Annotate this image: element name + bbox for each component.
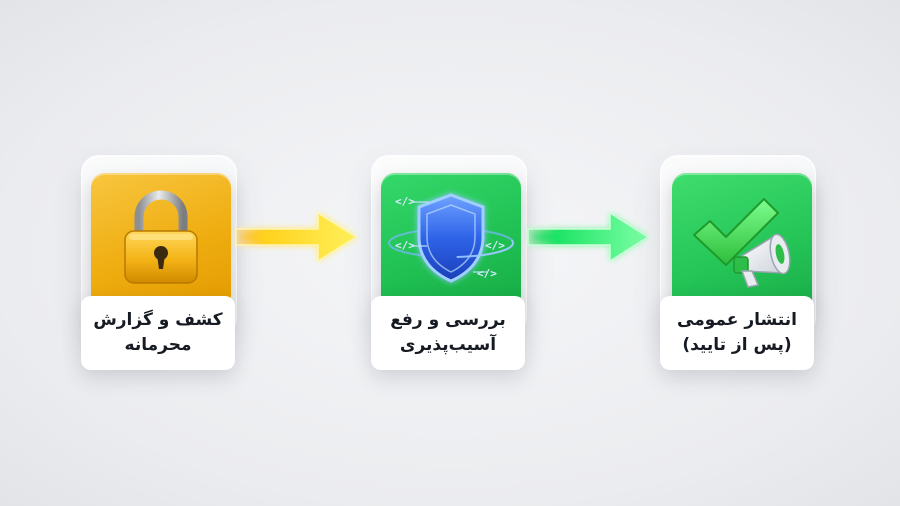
step-3-label: انتشار عمومی (پس از تایید) <box>660 296 814 370</box>
step-2-subtitle: آسیب‌پذیری <box>399 335 497 355</box>
arrow-right-icon <box>524 205 656 269</box>
step-1-label: کشف و گزارش محرمانه <box>81 296 235 370</box>
step-1-subtitle: محرمانه <box>124 335 192 355</box>
svg-text:</>: </> <box>485 239 505 252</box>
checkmark-megaphone-icon <box>672 173 812 313</box>
step-3-subtitle: (پس از تایید) <box>682 335 792 355</box>
arrow-right-icon <box>232 205 364 269</box>
step-2-title: بررسی و رفع <box>390 310 506 330</box>
shield-code-icon: </> </> </> </> <box>381 173 521 313</box>
step-1-title: کشف و گزارش <box>93 310 223 330</box>
svg-text:</>: </> <box>395 195 415 208</box>
svg-text:</>: </> <box>477 267 497 280</box>
padlock-icon <box>91 173 231 313</box>
step-2-label: بررسی و رفع آسیب‌پذیری <box>371 296 525 370</box>
svg-text:</>: </> <box>395 239 415 252</box>
step-3-title: انتشار عمومی <box>677 310 797 330</box>
